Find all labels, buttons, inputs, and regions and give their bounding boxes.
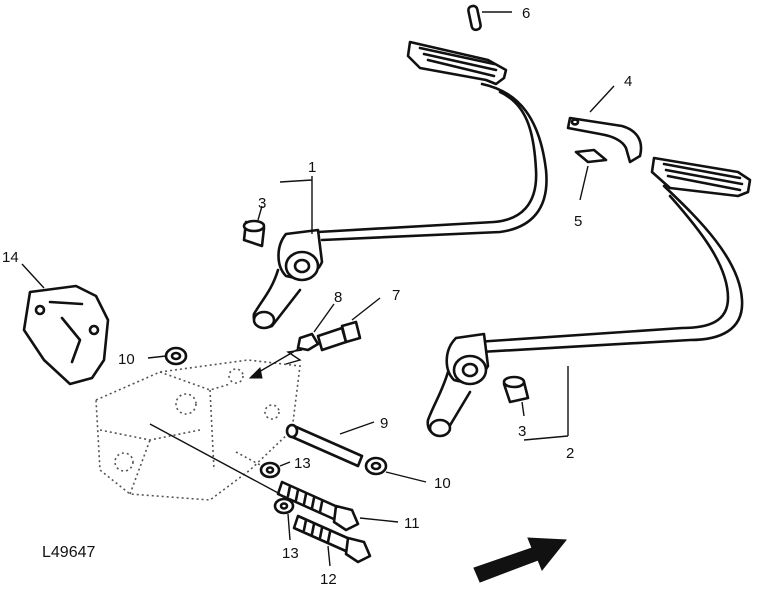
- callout-10-left: 10: [118, 351, 135, 368]
- washer-10-left: [147, 346, 188, 366]
- pin-9: [285, 421, 375, 468]
- bushing-3-lower: [502, 375, 530, 417]
- leader-1: [279, 176, 313, 234]
- callout-2: 2: [566, 445, 574, 462]
- callout-10-right: 10: [434, 475, 451, 492]
- bracket-14: [21, 263, 110, 386]
- callout-8: 8: [334, 289, 342, 306]
- clip-5: [574, 148, 608, 201]
- washer-13-upper: [259, 461, 291, 479]
- callout-12: 12: [320, 571, 337, 587]
- leader-2: [523, 366, 569, 441]
- callout-7: 7: [392, 287, 400, 304]
- callout-5: 5: [574, 213, 582, 230]
- callout-6: 6: [522, 5, 530, 22]
- callout-13-upper: 13: [294, 455, 311, 472]
- bolt-12: [292, 514, 372, 567]
- callout-1: 1: [308, 159, 316, 176]
- pin-6: [467, 4, 512, 32]
- washer-10-right: [364, 456, 427, 483]
- leader-housing: [149, 423, 281, 495]
- bolt-11: [276, 480, 399, 532]
- leader-housing-dotted: [235, 451, 263, 467]
- callout-9: 9: [380, 415, 388, 432]
- brake-pedal-1: [252, 40, 548, 330]
- brake-pedal-2: [426, 156, 752, 438]
- callout-3-upper: 3: [258, 195, 266, 212]
- washer-13-lower: [273, 497, 295, 541]
- transmission-housing-ghost: [95, 347, 301, 501]
- callout-14: 14: [2, 249, 19, 266]
- bolt-7: [316, 297, 381, 352]
- nut-8: [285, 303, 335, 365]
- bracket-4: [566, 85, 643, 164]
- callout-4: 4: [624, 73, 632, 90]
- figure-id: L49647: [42, 544, 95, 561]
- callout-13-lower: 13: [282, 545, 299, 562]
- callout-3-lower: 3: [518, 423, 526, 440]
- callout-11: 11: [404, 515, 420, 532]
- front-direction-arrow: [473, 537, 567, 583]
- bushing-3-upper: [242, 205, 266, 248]
